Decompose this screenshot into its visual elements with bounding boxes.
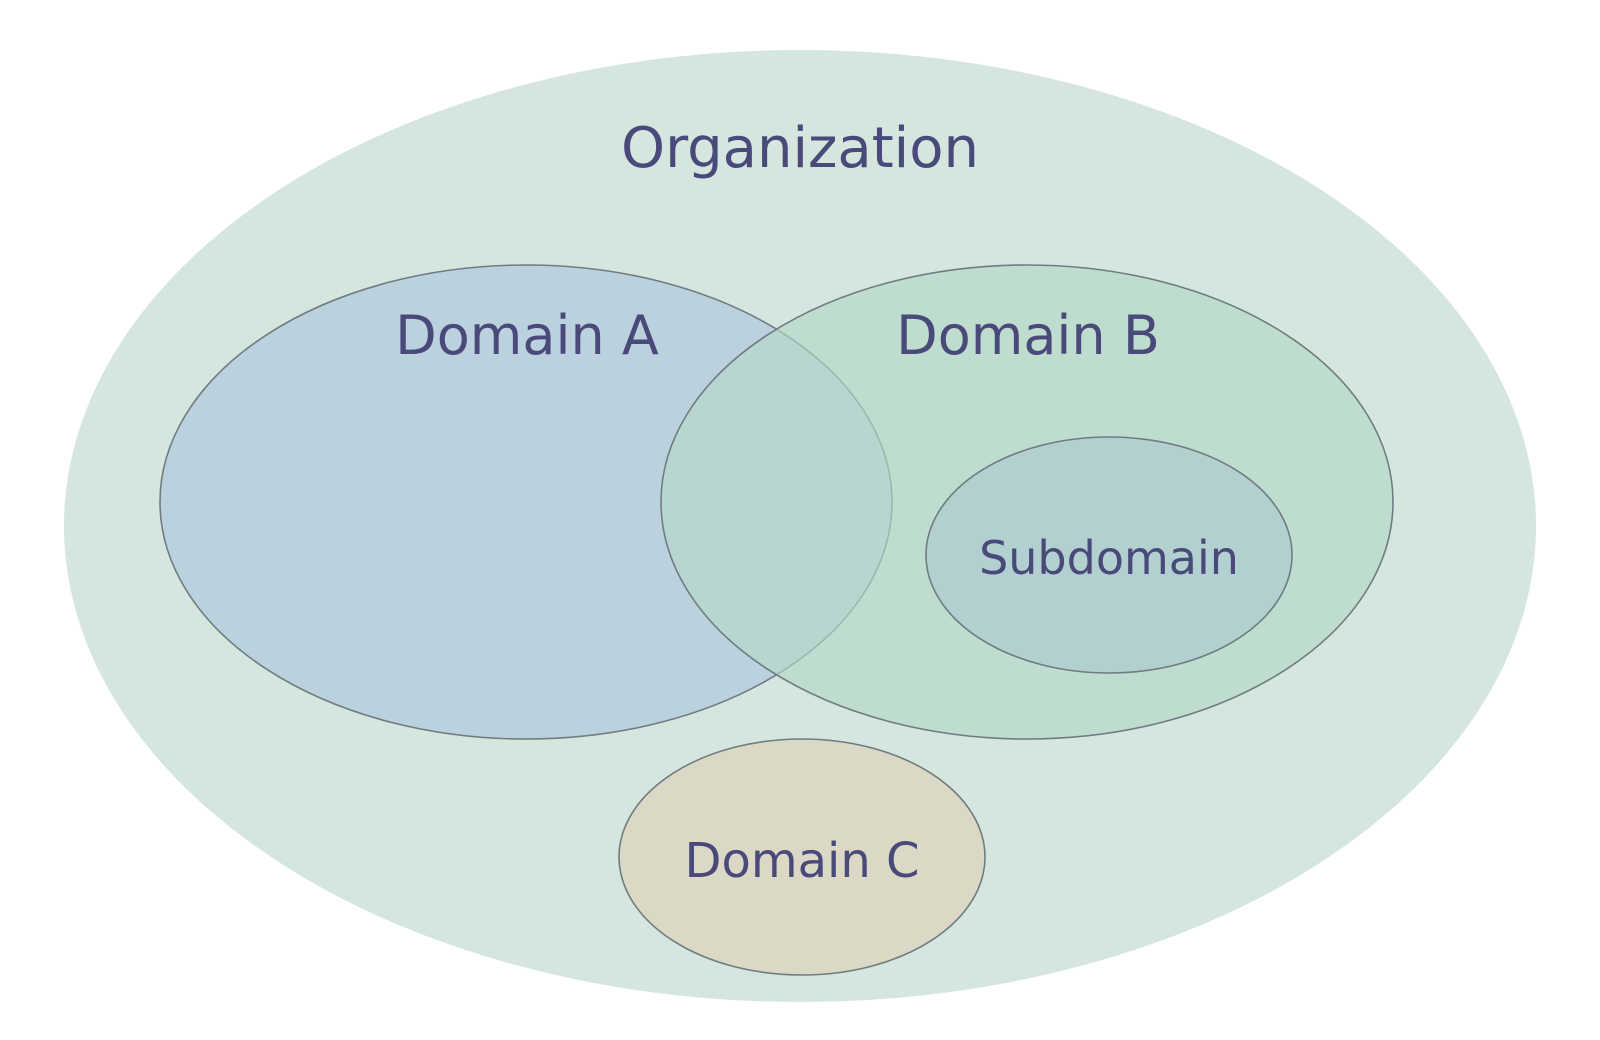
domain-a-label: Domain A xyxy=(395,304,659,367)
subdomain-ellipse xyxy=(925,436,1293,674)
domain-c-label: Domain C xyxy=(684,833,919,889)
domain-c-ellipse xyxy=(618,738,986,976)
domain-b-label: Domain B xyxy=(896,304,1160,367)
organization-label: Organization xyxy=(621,116,979,181)
subdomain-label: Subdomain xyxy=(979,531,1239,585)
